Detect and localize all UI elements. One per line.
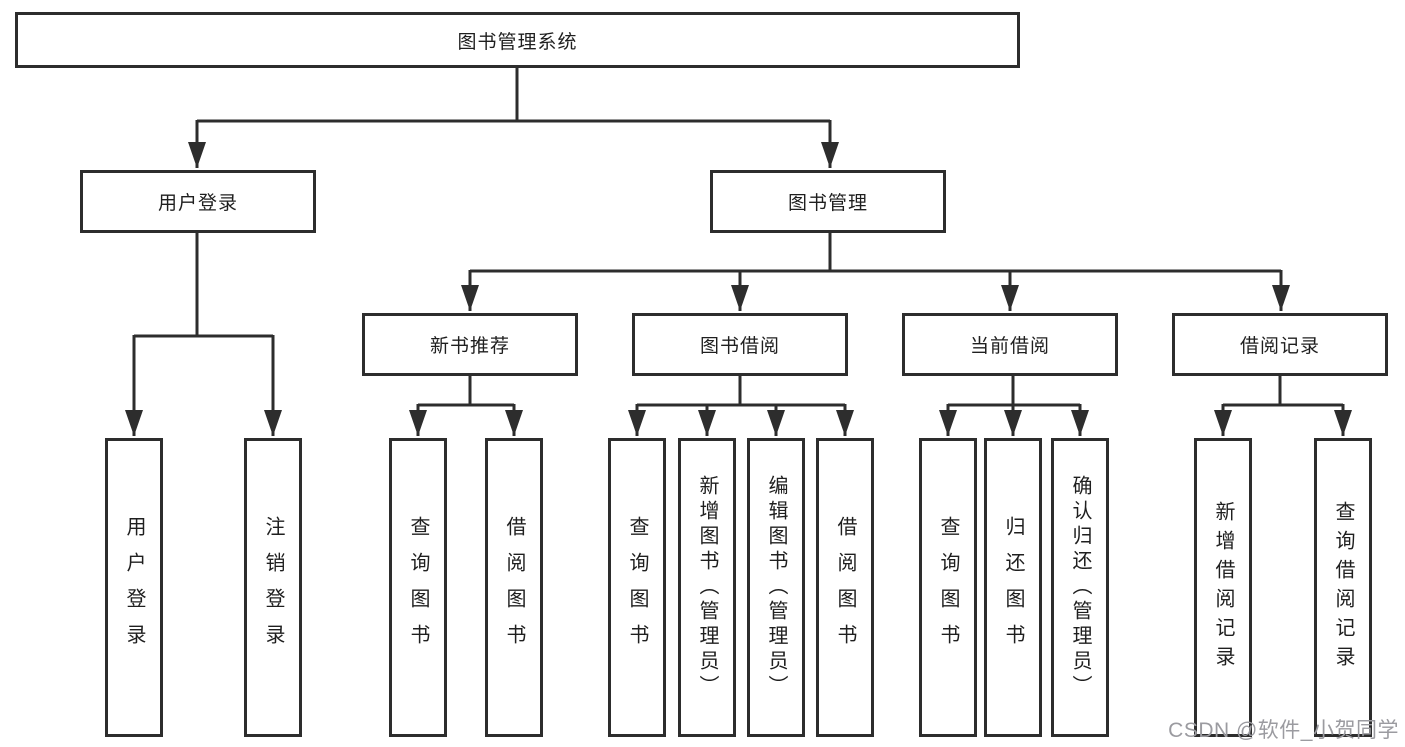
csdn-watermark: CSDN @软件_小贺同学: [1168, 719, 1399, 742]
node-user-login-branch: 用户登录: [80, 170, 316, 233]
node-new-book-recommend-label: 新书推荐: [429, 336, 510, 357]
leaf-logout-label: 注销登录: [262, 515, 284, 660]
leaf-add-borrow-record: 新增借阅记录: [1194, 438, 1252, 737]
branch-trunk-lines: [134, 68, 1343, 407]
leaf-borrow-books-1-label: 借阅图书: [503, 515, 525, 660]
node-new-book-recommend: 新书推荐: [362, 313, 578, 376]
leaf-query-books-2: 查询图书: [608, 438, 666, 737]
leaf-query-books-3-label: 查询图书: [937, 515, 959, 660]
node-borrow-records: 借阅记录: [1172, 313, 1388, 376]
leaf-query-borrow-record-label: 查询借阅记录: [1332, 500, 1354, 675]
leaf-add-book-admin-label: 新增图书（管理员）: [696, 475, 718, 700]
node-borrow-records-label: 借阅记录: [1239, 336, 1320, 357]
leaf-borrow-books-1: 借阅图书: [485, 438, 543, 737]
node-book-mgmt: 图书管理: [710, 170, 946, 233]
leaf-query-books-3: 查询图书: [919, 438, 977, 737]
leaf-user-login: 用户登录: [105, 438, 163, 737]
node-book-borrow: 图书借阅: [632, 313, 848, 376]
leaf-query-books-1-label: 查询图书: [407, 515, 429, 660]
leaf-query-borrow-record: 查询借阅记录: [1314, 438, 1372, 737]
node-current-borrow: 当前借阅: [902, 313, 1118, 376]
leaf-confirm-return-admin-label: 确认归还（管理员）: [1069, 475, 1091, 700]
leaf-query-books-2-label: 查询图书: [626, 515, 648, 660]
leaf-borrow-books-2: 借阅图书: [816, 438, 874, 737]
leaf-return-book-label: 归还图书: [1002, 515, 1024, 660]
node-book-mgmt-label: 图书管理: [787, 193, 868, 214]
node-book-borrow-label: 图书借阅: [699, 336, 780, 357]
leaf-edit-book-admin: 编辑图书（管理员）: [747, 438, 805, 737]
node-user-login-branch-label: 用户登录: [157, 193, 238, 214]
node-root-label: 图书管理系统: [457, 31, 578, 53]
leaf-borrow-books-2-label: 借阅图书: [834, 515, 856, 660]
leaf-user-login-label: 用户登录: [123, 515, 145, 660]
leaf-confirm-return-admin: 确认归还（管理员）: [1051, 438, 1109, 737]
leaf-logout: 注销登录: [244, 438, 302, 737]
node-current-borrow-label: 当前借阅: [969, 336, 1050, 357]
leaf-return-book: 归还图书: [984, 438, 1042, 737]
leaf-add-borrow-record-label: 新增借阅记录: [1212, 500, 1234, 675]
leaf-add-book-admin: 新增图书（管理员）: [678, 438, 736, 737]
leaf-edit-book-admin-label: 编辑图书（管理员）: [765, 475, 787, 700]
leaf-query-books-1: 查询图书: [389, 438, 447, 737]
node-root: 图书管理系统: [15, 12, 1020, 68]
